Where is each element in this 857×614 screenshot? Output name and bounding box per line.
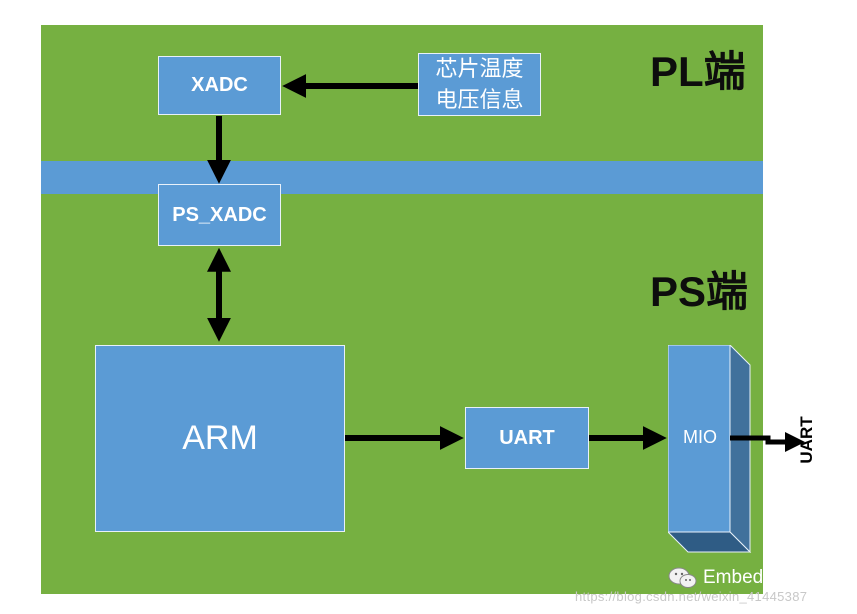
arm-label: ARM [182,419,258,457]
uart-block: UART [465,407,589,469]
xadc-block: XADC [158,56,281,115]
pl-region-label: PL端 [650,48,746,95]
ps-region-label: PS端 [650,268,749,315]
sensor-info-line1: 芯片温度 [435,56,524,82]
xadc-label: XADC [191,74,248,96]
ps-xadc-label: PS_XADC [172,203,267,226]
ps-xadc-block: PS_XADC [158,184,281,246]
watermark-name: Embeddeder [703,567,812,588]
mio-block-3d [668,345,752,553]
mio-bottom-face [668,531,752,553]
arm-block: ARM [95,345,345,532]
wechat-logo-icon [668,567,697,588]
uart-label: UART [499,426,555,449]
watermark-url: https://blog.csdn.net/weixin_41445387 [575,589,808,604]
mio-label: MIO [683,427,717,447]
sensor-info-block: 芯片温度 电压信息 [418,53,541,116]
arrow-mio-to-output [730,432,805,452]
uart-output-label: UART [797,416,816,464]
sensor-info-line2: 电压信息 [435,87,524,113]
